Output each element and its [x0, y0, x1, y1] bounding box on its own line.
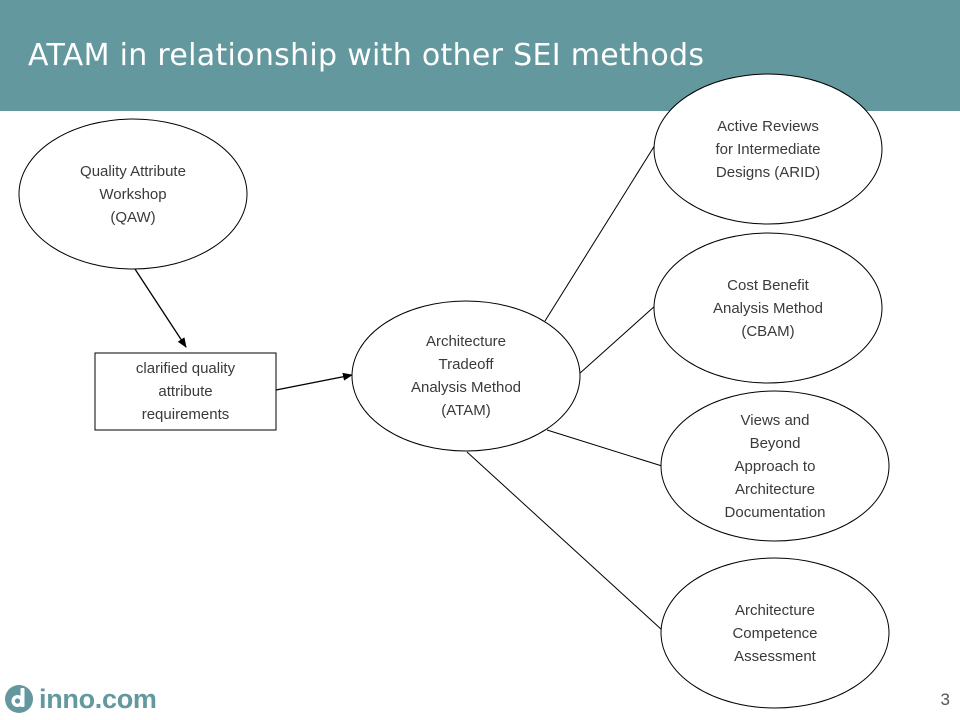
competence-ellipse	[660, 557, 890, 709]
arid-ellipse	[653, 73, 883, 225]
cbam-ellipse	[653, 232, 883, 384]
views-ellipse	[660, 390, 890, 542]
requirements-box	[94, 352, 277, 431]
inno-logo: inno.com	[4, 682, 157, 716]
arrow-requirements-to-atam	[275, 372, 353, 391]
cbam-label: Cost Benefit Analysis Method (CBAM)	[712, 276, 824, 340]
line-atam-to-cbam	[578, 304, 657, 375]
logo-text: inno.com	[39, 683, 157, 714]
slide-title: ATAM in relationship with other SEI meth…	[28, 38, 705, 73]
qaw-ellipse	[18, 118, 248, 270]
line-atam-to-views	[546, 429, 663, 467]
atam-label: Architecture Tradeoff Analysis Method (A…	[410, 333, 522, 419]
line-atam-to-arid	[544, 144, 656, 322]
atam-ellipse	[351, 300, 581, 452]
competence-label: Architecture Competence Assessment	[732, 601, 818, 665]
inno-logo-icon	[5, 685, 33, 713]
line-atam-to-competence	[466, 451, 663, 631]
page-number: 3	[940, 690, 950, 709]
qaw-label: Quality Attribute Workshop (QAW)	[80, 162, 186, 226]
views-label: Views and Beyond Approach to Architectur…	[724, 411, 826, 521]
requirements-label: clarified quality attribute requirements	[135, 360, 236, 423]
arrow-qaw-to-requirements	[132, 265, 187, 348]
arid-label: Active Reviews for Intermediate Designs …	[715, 117, 821, 181]
